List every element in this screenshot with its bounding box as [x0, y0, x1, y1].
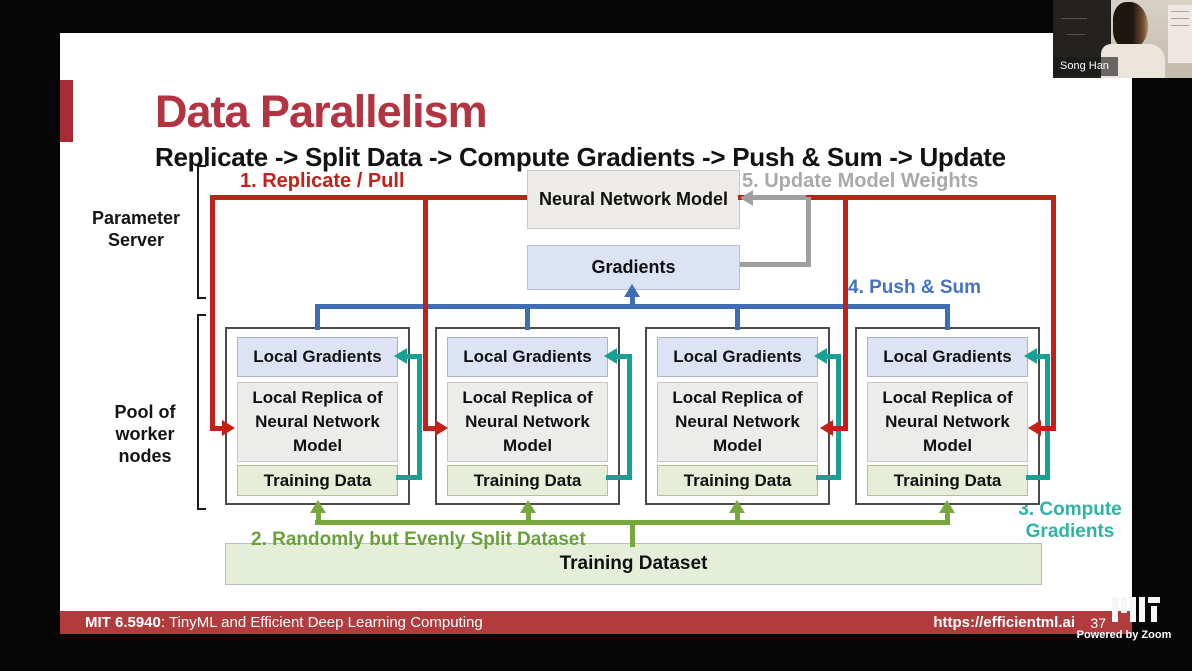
training-data-box: Training Data	[867, 465, 1028, 496]
push-sum-bus	[315, 304, 950, 309]
speaker-head	[1113, 2, 1148, 49]
compute-gradients-top-worker1	[407, 354, 422, 359]
step2-label: 2. Randomly but Evenly Split Dataset	[251, 529, 586, 550]
webcam-thumbnail[interactable]: Song Han	[1053, 0, 1192, 78]
bracket-tick	[197, 165, 206, 167]
compute-gradients-arrow-worker3	[814, 348, 827, 364]
worker-pool-bracket	[197, 314, 199, 510]
slide-subtitle: Replicate -> Split Data -> Compute Gradi…	[155, 142, 1006, 172]
local-gradients-box: Local Gradients	[657, 337, 818, 377]
local-gradients-box: Local Gradients	[867, 337, 1028, 377]
split-stem-worker4	[945, 511, 950, 522]
push-sum-stub-worker1	[315, 304, 320, 330]
gradients-box: Gradients	[527, 245, 740, 290]
split-stem-worker1	[316, 511, 321, 522]
step4-label: 4. Push & Sum	[848, 277, 982, 298]
compute-gradients-bottom-worker1	[396, 475, 422, 480]
worker-node-3: Local Gradients Local Replica of Neural …	[645, 327, 830, 505]
bracket-tick	[197, 297, 206, 299]
local-gradients-box: Local Gradients	[237, 337, 398, 377]
worker-node-4: Local Gradients Local Replica of Neural …	[855, 327, 1040, 505]
step1-label: 1. Replicate / Pull	[240, 170, 405, 192]
course-name: MIT 6.5940: TinyML and Efficient Deep Le…	[85, 614, 483, 631]
bracket-tick	[197, 508, 206, 510]
replicate-line-worker1	[210, 195, 215, 431]
neural-network-model-box: Neural Network Model	[527, 170, 740, 229]
split-dataset-trunk	[630, 520, 635, 547]
parameter-server-label: Parameter Server	[91, 208, 181, 250]
replicate-line-left	[212, 195, 527, 200]
mit-logo	[1112, 597, 1160, 623]
split-stem-worker3	[735, 511, 740, 522]
training-data-box: Training Data	[447, 465, 608, 496]
step3-label: 3. Compute Gradients	[1018, 499, 1122, 542]
compute-gradients-vert-worker4	[1045, 354, 1050, 480]
course-url: https://efficientml.ai	[933, 614, 1075, 631]
worker-node-1: Local Gradients Local Replica of Neural …	[225, 327, 410, 505]
push-sum-stub-worker3	[735, 304, 740, 330]
course-title: : TinyML and Efficient Deep Learning Com…	[160, 614, 483, 631]
local-gradients-box: Local Gradients	[447, 337, 608, 377]
local-replica-box: Local Replica of Neural Network Model	[867, 382, 1028, 462]
split-arrow-worker2	[520, 500, 536, 513]
compute-gradients-bottom-worker4	[1026, 475, 1050, 480]
parameter-server-bracket	[197, 165, 199, 299]
presentation-slide: Data Parallelism Replicate -> Split Data…	[60, 33, 1132, 611]
compute-gradients-bottom-worker3	[816, 475, 841, 480]
slide-title: Data Parallelism	[155, 86, 488, 137]
participant-name-label: Song Han	[1053, 57, 1118, 76]
push-sum-stub-worker4	[945, 304, 950, 330]
replicate-arrow-worker4	[1028, 420, 1041, 436]
step5-label: 5. Update Model Weights	[742, 170, 979, 192]
replicate-stem-worker1	[213, 426, 223, 431]
replicate-stem-worker3	[833, 426, 845, 431]
replicate-arrow-worker3	[820, 420, 833, 436]
bracket-tick	[197, 314, 206, 316]
compute-gradients-arrow-worker4	[1024, 348, 1037, 364]
replicate-arrow-worker1	[222, 420, 235, 436]
slide-footer-bar: MIT 6.5940: TinyML and Efficient Deep Le…	[60, 611, 1132, 634]
split-arrow-worker3	[729, 500, 745, 513]
compute-gradients-vert-worker2	[627, 354, 632, 480]
compute-gradients-top-worker3	[827, 354, 841, 359]
local-replica-box: Local Replica of Neural Network Model	[657, 382, 818, 462]
split-stem-worker2	[526, 511, 531, 522]
compute-gradients-vert-worker3	[836, 354, 841, 480]
slide-page-number: 37	[1090, 614, 1106, 631]
course-code: MIT 6.5940	[85, 614, 161, 631]
webcam-chalkboard-mark	[1067, 34, 1085, 35]
pool-of-worker-nodes-label: Pool of worker nodes	[114, 402, 176, 466]
compute-gradients-arrow-worker1	[394, 348, 407, 364]
webcam-chalkboard-mark	[1061, 18, 1087, 19]
update-weights-arrow	[740, 190, 753, 206]
compute-gradients-vert-worker1	[417, 354, 422, 480]
update-weights-line-vertical	[806, 197, 811, 265]
replicate-line-right	[738, 195, 1056, 200]
local-replica-box: Local Replica of Neural Network Model	[237, 382, 398, 462]
training-data-box: Training Data	[237, 465, 398, 496]
replicate-stem-worker2	[426, 426, 436, 431]
split-arrow-worker1	[310, 500, 326, 513]
title-accent-bar	[60, 80, 73, 142]
compute-gradients-top-worker2	[617, 354, 632, 359]
push-sum-up-stem	[630, 295, 635, 306]
webcam-whiteboard	[1168, 5, 1192, 63]
compute-gradients-bottom-worker2	[606, 475, 632, 480]
powered-by-zoom-label: Powered by Zoom	[1076, 629, 1172, 641]
replicate-arrow-worker2	[435, 420, 448, 436]
split-arrow-worker4	[939, 500, 955, 513]
replicate-line-worker4	[1051, 195, 1056, 431]
replicate-line-worker2	[423, 195, 428, 431]
local-replica-box: Local Replica of Neural Network Model	[447, 382, 608, 462]
push-sum-stub-worker2	[525, 304, 530, 330]
replicate-stem-worker4	[1041, 426, 1053, 431]
compute-gradients-top-worker4	[1037, 354, 1050, 359]
compute-gradients-arrow-worker2	[604, 348, 617, 364]
update-weights-line-top	[753, 195, 806, 200]
push-sum-up-arrow	[624, 284, 640, 297]
training-data-box: Training Data	[657, 465, 818, 496]
worker-node-2: Local Gradients Local Replica of Neural …	[435, 327, 620, 505]
replicate-line-worker3	[843, 195, 848, 431]
update-weights-line-bottom	[740, 262, 811, 267]
